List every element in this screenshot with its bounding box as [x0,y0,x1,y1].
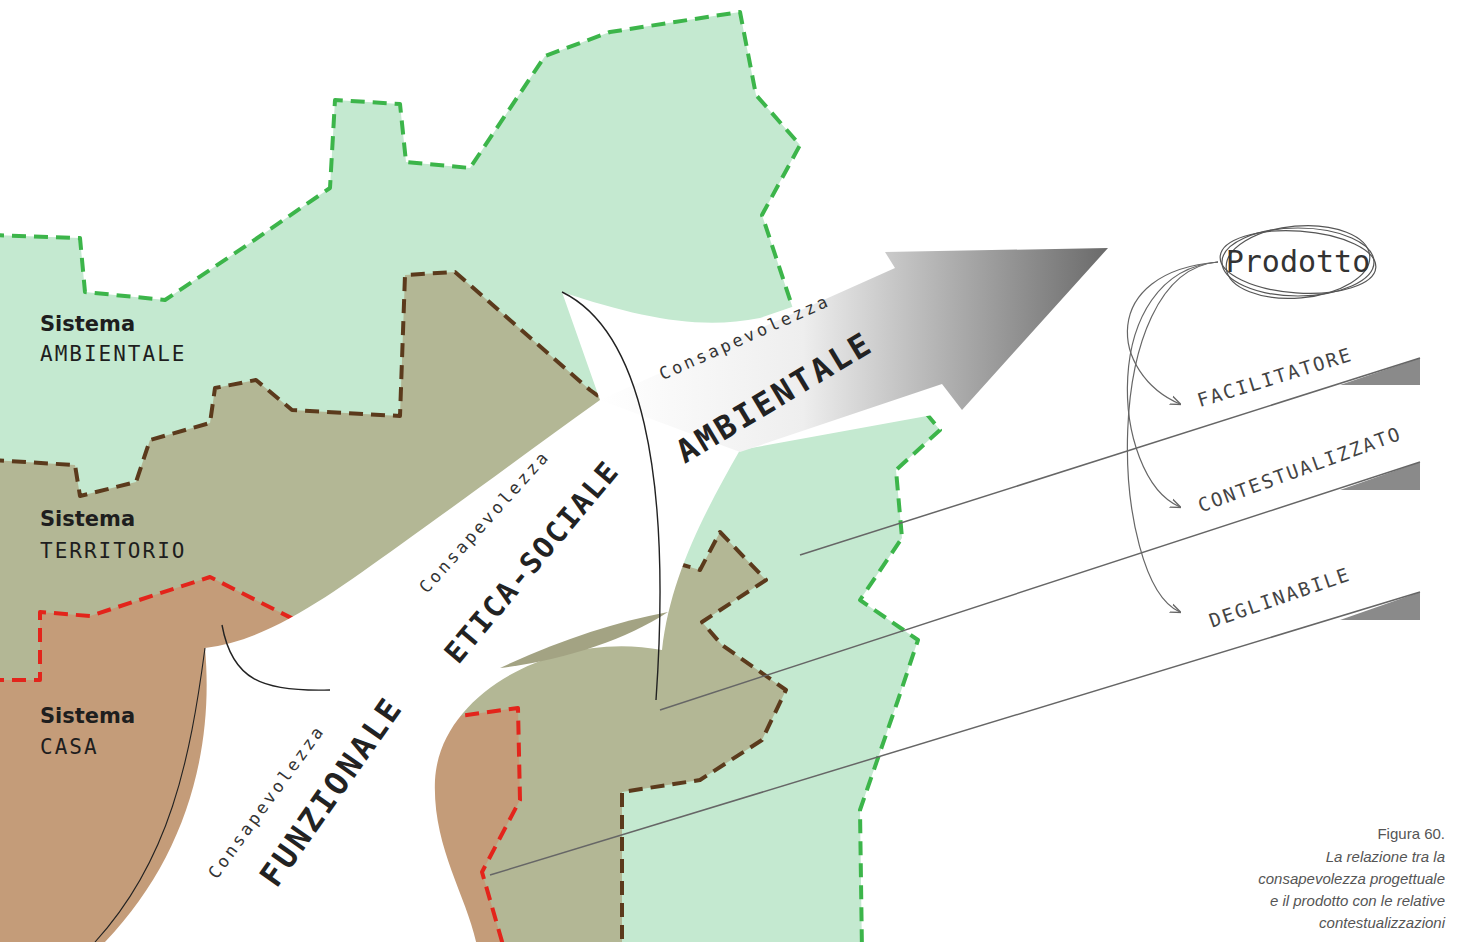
swoosh-stroke [95,648,205,942]
node-text: CASA [40,736,99,758]
outcome-tag: CONTESTUALIZZATO [1180,425,1420,515]
node-text: Sistema [40,508,135,530]
product-ellipse: Prodotto [1218,224,1378,300]
node-text: Prodotto [1226,246,1371,278]
region-outline [0,577,520,942]
node-text: FACILITATORE [1195,345,1355,411]
leader-line [800,358,1420,555]
sketch-ellipse [1223,220,1373,304]
curved-connector [1127,262,1218,404]
curved-connector [1127,262,1218,507]
curved-connector [1127,262,1218,612]
node-text: Sistema [40,705,135,727]
node-text: TERRITORIO [40,540,186,562]
figure-caption: La relazione tra la consapevolezza proge… [1255,846,1445,934]
awareness-swoosh [95,270,960,942]
region-outline [0,12,940,942]
node-text: Sistema [40,313,135,335]
tag-wedge [1340,592,1420,620]
swoosh-flap [500,612,668,668]
swoosh-stroke [222,625,330,690]
figure-number: Figura 60. [1255,826,1445,842]
node-text: AMBIENTALE [40,343,186,365]
sketch-ellipse [1218,226,1378,299]
tag-wedge [1340,462,1420,490]
outcome-tag: FACILITATORE [1180,330,1420,412]
awareness-type: ETICA-SOCIALE [439,455,625,668]
sketch-ellipse [1222,228,1374,296]
outcome-tag: DEGLINABILE [1180,540,1420,620]
node-text: DEGLINABILE [1207,565,1353,632]
leader-line [490,592,1420,875]
leader-line [660,462,1420,710]
node-text: CONTESTUALIZZATO [1196,424,1405,516]
